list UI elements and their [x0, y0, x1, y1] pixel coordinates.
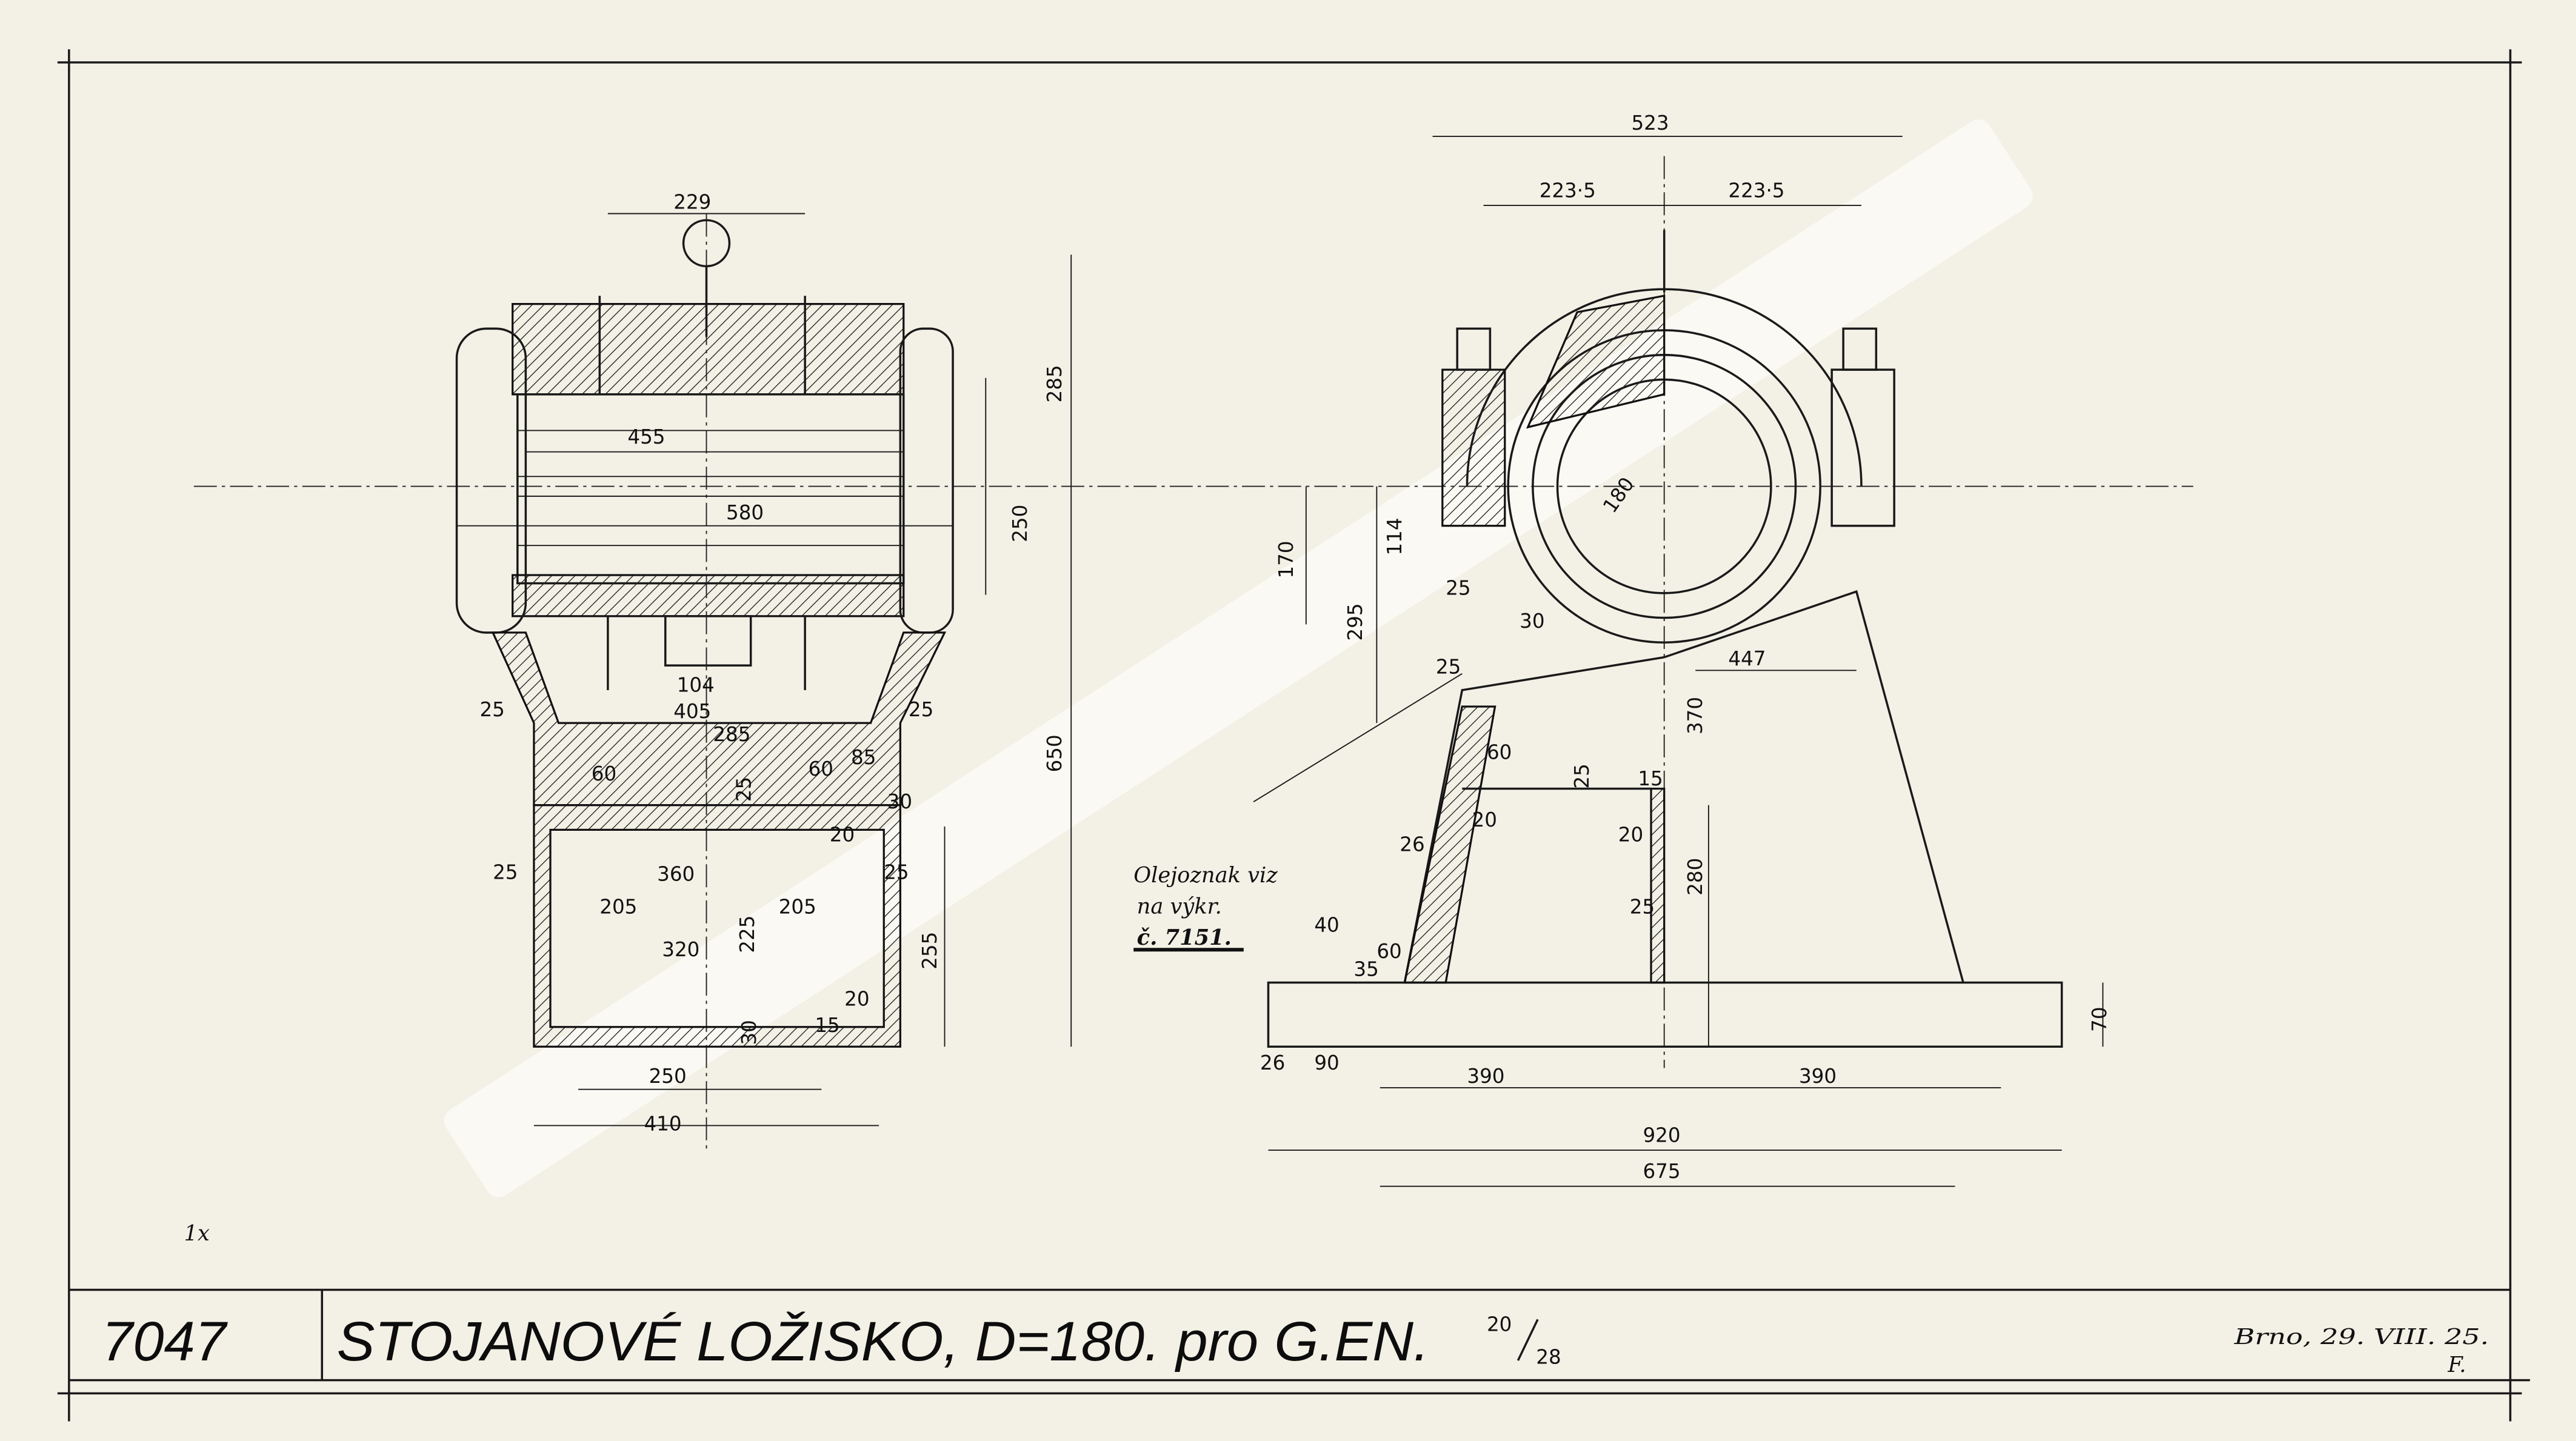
dim-label: 170: [1275, 541, 1298, 578]
dim-label: 580: [726, 501, 764, 524]
note-line-1: Olejoznak viz: [1133, 863, 1278, 888]
front-view-dimensions: 229 455 580 250 285 650 104 405 285 25 2…: [479, 190, 1066, 1135]
dim-label: 104: [677, 674, 715, 697]
dim-label: 20: [1618, 823, 1643, 846]
dim-label: 295: [1344, 603, 1367, 641]
front-section-view: [455, 219, 954, 1048]
dim-label: 20: [844, 987, 869, 1010]
dim-label: 30: [1520, 610, 1544, 633]
dim-label: 285: [713, 723, 750, 746]
note-line-2: na výkr.: [1137, 894, 1222, 919]
dim-label: 205: [779, 896, 816, 919]
dim-label: 285: [1043, 365, 1066, 402]
dim-label: 223·5: [1540, 179, 1596, 202]
dim-label: 25: [1436, 656, 1461, 679]
dim-label: 255: [918, 932, 941, 970]
dim-label: 25: [493, 861, 518, 884]
dim-label: 25: [909, 698, 933, 721]
dim-label: 25: [733, 777, 756, 802]
dim-label: 405: [673, 700, 711, 723]
sheet-border: [57, 49, 2531, 1422]
dim-label: 223·5: [1728, 179, 1784, 202]
dim-label: 675: [1643, 1160, 1680, 1183]
dim-label: 523: [1631, 111, 1669, 135]
dim-label: 35: [1353, 958, 1378, 981]
side-view-dimensions: 523 223·5 223·5 180 114 170 295 25 30 25…: [1260, 111, 2111, 1183]
title-block: 7047 STOJANOVÉ LOŽISKO, D=180. pro G.EN.…: [102, 1310, 2489, 1377]
dim-label: 920: [1643, 1123, 1680, 1146]
dim-label: 229: [673, 190, 711, 213]
dim-label: 15: [815, 1014, 839, 1037]
drawing-title: STOJANOVÉ LOŽISKO, D=180. pro G.EN.: [337, 1310, 1429, 1373]
dim-label: 20: [1472, 808, 1497, 831]
initials: F.: [2448, 1353, 2466, 1377]
fraction-numerator: 20: [1487, 1313, 1512, 1336]
dim-label: 225: [736, 916, 759, 953]
dim-label: 60: [1487, 741, 1512, 764]
dim-label: 390: [1467, 1065, 1504, 1088]
dim-label: 370: [1684, 697, 1707, 734]
dim-label: 40: [1314, 913, 1339, 936]
dim-label: 90: [1314, 1051, 1339, 1074]
dim-label: 60: [1376, 940, 1401, 963]
dim-label: 60: [592, 762, 616, 785]
dim-label: 360: [657, 862, 695, 885]
dim-label: 410: [644, 1113, 682, 1136]
drawing-number: 7047: [102, 1310, 229, 1373]
note-line-3: č. 7151.: [1137, 925, 1232, 950]
dim-label: 85: [851, 746, 876, 769]
dim-label: 205: [599, 896, 637, 919]
dim-label: 114: [1383, 517, 1406, 555]
place-date: Brno, 29. VIII. 25.: [2234, 1325, 2489, 1349]
dim-label: 70: [2088, 1007, 2111, 1031]
dim-label: 650: [1043, 734, 1066, 772]
dim-label: 25: [1630, 896, 1655, 919]
fraction-denominator: 28: [1536, 1346, 1561, 1369]
dim-label: 280: [1684, 858, 1707, 896]
dim-label: 25: [1570, 764, 1593, 788]
dim-label: 25: [1446, 577, 1470, 600]
dim-label: 25: [479, 698, 504, 721]
dim-label: 20: [830, 823, 855, 846]
dim-label: 25: [884, 861, 909, 884]
dim-label: 60: [809, 757, 833, 780]
dim-label: 320: [662, 938, 699, 961]
dim-label: 26: [1260, 1051, 1285, 1074]
oil-gauge-note: Olejoznak viz na výkr. č. 7151.: [1133, 863, 1278, 950]
dim-label: 26: [1400, 833, 1424, 856]
dim-label: 455: [627, 425, 665, 448]
dim-label: 390: [1799, 1065, 1837, 1088]
dim-label: 15: [1638, 767, 1663, 790]
margin-mark: 1x: [184, 1221, 210, 1246]
dimension-lines: [456, 136, 2104, 1187]
dim-label: 250: [1009, 505, 1032, 542]
dim-label: 30: [738, 1020, 761, 1045]
dim-label: 250: [649, 1065, 687, 1088]
dim-label: 447: [1728, 647, 1766, 670]
dim-label: 30: [887, 790, 912, 813]
side-view: [1267, 230, 2063, 1048]
